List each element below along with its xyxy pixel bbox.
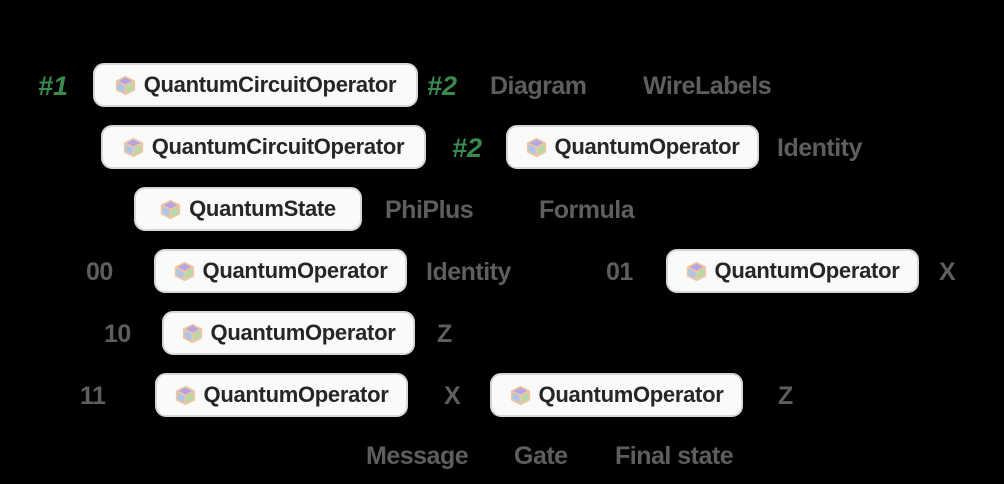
paclet-cube-icon [526,137,547,158]
function-box-quantumstate[interactable]: QuantumState [134,187,362,231]
function-box-quantumcircuitoperator[interactable]: QuantumCircuitOperator [93,63,418,107]
paclet-cube-icon [510,385,531,406]
string-token: Z [437,320,452,348]
paclet-cube-icon [174,261,195,282]
slot-token: #2 [452,133,483,163]
function-box-quantumoperator[interactable]: QuantumOperator [155,373,408,417]
function-box-quantumoperator[interactable]: QuantumOperator [490,373,743,417]
string-token: Identity [777,134,862,162]
code-line-2: QuantumCircuitOperator #2 QuantumOperato… [0,125,1004,171]
function-box-quantumoperator[interactable]: QuantumOperator [154,249,407,293]
string-token: Gate [514,442,568,470]
function-label: QuantumOperator [714,258,900,283]
string-token: X [444,382,461,410]
string-token: WireLabels [643,72,772,100]
string-token: 11 [80,382,106,410]
string-token: PhiPlus [385,196,474,224]
function-box-quantumoperator[interactable]: QuantumOperator [666,249,919,293]
string-token: Final state [615,442,734,470]
paclet-cube-icon [686,261,707,282]
string-token: Identity [426,258,511,286]
function-label: QuantumOperator [210,320,396,345]
function-label: QuantumOperator [554,134,740,159]
paclet-cube-icon [182,323,203,344]
string-token: Formula [539,196,635,224]
paclet-cube-icon [160,199,181,220]
code-line-4: 00 QuantumOperator Identity 01 QuantumOp… [0,249,1004,295]
string-token: Message [366,442,469,470]
string-token: 01 [606,258,633,286]
function-label: QuantumOperator [538,382,724,407]
paclet-cube-icon [175,385,196,406]
string-token: Z [778,382,793,410]
function-label: QuantumCircuitOperator [151,134,405,159]
code-line-6: 11 QuantumOperator X QuantumOperator Z [0,373,1004,419]
function-label: QuantumState [189,196,336,221]
string-token: Diagram [490,72,587,100]
string-token: 10 [104,320,131,348]
paclet-cube-icon [123,137,144,158]
code-line-1: #1 QuantumCircuitOperator #2 Diagram Wir… [0,63,1004,109]
code-line-7: Message Gate Final state [0,433,1004,479]
function-box-quantumoperator[interactable]: QuantumOperator [162,311,415,355]
slot-token: #2 [427,71,458,101]
code-line-3: QuantumState PhiPlus Formula [0,187,1004,233]
function-box-quantumoperator[interactable]: QuantumOperator [506,125,759,169]
string-token: X [939,258,956,286]
string-token: 00 [86,258,113,286]
slot-token: #1 [38,71,69,101]
function-label: QuantumOperator [202,258,388,283]
code-line-5: 10 QuantumOperator Z [0,311,1004,357]
function-box-quantumcircuitoperator[interactable]: QuantumCircuitOperator [101,125,426,169]
paclet-cube-icon [115,75,136,96]
function-label: QuantumCircuitOperator [143,72,397,97]
function-label: QuantumOperator [203,382,389,407]
